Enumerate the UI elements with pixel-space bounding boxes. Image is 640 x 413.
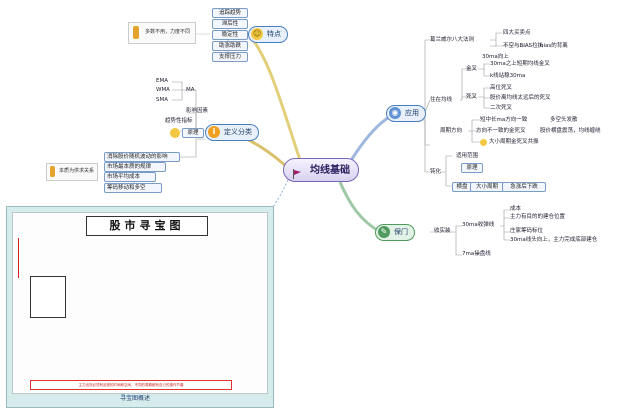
smiley-icon	[480, 139, 487, 146]
pin-icon: ✎	[378, 226, 390, 238]
treasure-map-caption[interactable]: 寻宝图概述	[119, 395, 150, 402]
app-cycle-4[interactable]: 股价横盘震荡，均线缠绕	[540, 128, 601, 134]
app-scope[interactable]: 适用范围	[456, 153, 479, 159]
def-yuanli[interactable]: 原理	[182, 128, 204, 138]
louhan-ma7[interactable]: 7ma操盘线	[462, 251, 491, 257]
def-item-2[interactable]: 市场最本质的规律	[104, 162, 166, 172]
louhan-ma30[interactable]: 30ma收弹线	[462, 222, 495, 228]
treasure-map-title: 股市寻宝图	[86, 216, 208, 236]
treasure-map-footer: 主力出货必须有足够的时间和空间，不同的周期都有自己的操作节奏	[30, 380, 232, 390]
app-granville[interactable]: 葛兰威尔八大法则	[430, 37, 475, 43]
tedian-item-1[interactable]: 追踪趋势	[212, 8, 248, 18]
app-gc-1[interactable]: 30ma之上短期均线金叉	[490, 61, 550, 67]
app-four-points[interactable]: 四大买卖点	[503, 30, 531, 36]
louhan-chip-mark[interactable]: 庄家筹码标位	[510, 228, 544, 234]
tedian-item-3[interactable]: 稳定性	[212, 30, 248, 40]
def-yuanli-label: 原理	[187, 130, 199, 136]
smiley-icon: ☺	[251, 28, 263, 40]
app-dc-3[interactable]: 二次死叉	[490, 105, 513, 111]
def-ma[interactable]: MA	[186, 87, 195, 93]
node-tedian-label: 特点	[267, 30, 281, 38]
louhan-collect[interactable]: 收实装	[434, 228, 451, 234]
def-item-4[interactable]: 筹码移动和多空	[104, 183, 162, 193]
def-ema[interactable]: EMA	[156, 78, 168, 84]
tedian-item-2[interactable]: 滞后性	[212, 19, 248, 29]
central-topic[interactable]: 均线基础	[283, 158, 359, 182]
def-factors[interactable]: 影响因素	[186, 108, 209, 114]
app-golden-cross[interactable]: 金叉	[466, 66, 478, 72]
app-stay-on-ma[interactable]: 住在均线	[430, 97, 453, 103]
app-cycle-1[interactable]: 短中长ma方向一致	[480, 117, 528, 123]
app-cycle-5[interactable]: 大小周期金死叉共振	[489, 139, 539, 145]
node-louhan-label: 保门	[394, 228, 408, 236]
central-topic-label: 均线基础	[310, 165, 350, 176]
app-h2[interactable]: 大小周期	[470, 182, 504, 192]
tedian-item-4[interactable]: 助涨助跌	[212, 41, 248, 51]
node-yingyong[interactable]: ◉ 应用	[386, 105, 426, 122]
tedian-item-5[interactable]: 支撑压力	[212, 52, 248, 62]
def-item-1[interactable]: 消除股价随机波动的影响	[104, 152, 180, 162]
def-note: 本质为供求关系	[59, 168, 95, 174]
app-bias-pull[interactable]: 不空与BIAS拉扒	[503, 43, 544, 49]
app-h3[interactable]: 急涨后下跌	[502, 182, 546, 192]
def-trend-indicator[interactable]: 趋势性指标	[165, 118, 193, 124]
map-sidebox	[30, 276, 66, 318]
globe-icon: ◉	[389, 107, 401, 119]
node-dingyi-label: 定义分类	[224, 128, 252, 136]
app-cycle-3[interactable]: 方向不一致的金死叉	[476, 128, 526, 134]
app-gc-2[interactable]: k线站稳30ma	[490, 73, 526, 79]
tedian-note: 多数不用，力度不同	[145, 29, 191, 35]
warning-icon	[50, 166, 55, 177]
node-yingyong-label: 应用	[405, 109, 419, 117]
def-note-box: 本质为供求关系	[46, 163, 98, 181]
smile-badge-icon	[170, 128, 180, 138]
app-dc-1[interactable]: 高位死叉	[490, 85, 513, 91]
app-dc-2[interactable]: 股价离均线太远后的死叉	[490, 95, 551, 101]
flag-icon	[292, 165, 302, 179]
app-death-cross[interactable]: 死叉	[466, 94, 478, 100]
louhan-cost[interactable]: 成本	[510, 206, 522, 212]
app-blunting[interactable]: 钝化	[430, 169, 442, 175]
def-sma[interactable]: SMA	[156, 97, 168, 103]
tedian-note-box: 多数不用，力度不同	[128, 22, 196, 44]
app-principle[interactable]: 原理	[461, 163, 483, 173]
def-wma[interactable]: WMA	[156, 87, 170, 93]
info-icon: i	[208, 126, 220, 138]
app-ma30-up[interactable]: 30ma向上	[482, 54, 509, 60]
def-item-3[interactable]: 市场平均成本	[104, 172, 156, 182]
node-louhan[interactable]: ✎ 保门	[375, 224, 415, 241]
louhan-ma30-up[interactable]: 30ma线头向上，主力完成底部建仓	[510, 237, 598, 243]
app-cycle-direction[interactable]: 周期方向	[440, 128, 463, 134]
node-tedian[interactable]: ☺ 特点	[248, 26, 288, 43]
map-legend	[18, 238, 69, 278]
warning-icon	[133, 26, 139, 39]
app-h1[interactable]: 横盘	[452, 182, 472, 192]
louhan-build-position[interactable]: 主力有目的的建仓位置	[510, 214, 566, 220]
app-bias-divergence[interactable]: bias的背离	[540, 43, 568, 49]
node-dingyi[interactable]: i 定义分类	[205, 124, 259, 141]
app-cycle-2[interactable]: 多空头发散	[550, 117, 578, 123]
